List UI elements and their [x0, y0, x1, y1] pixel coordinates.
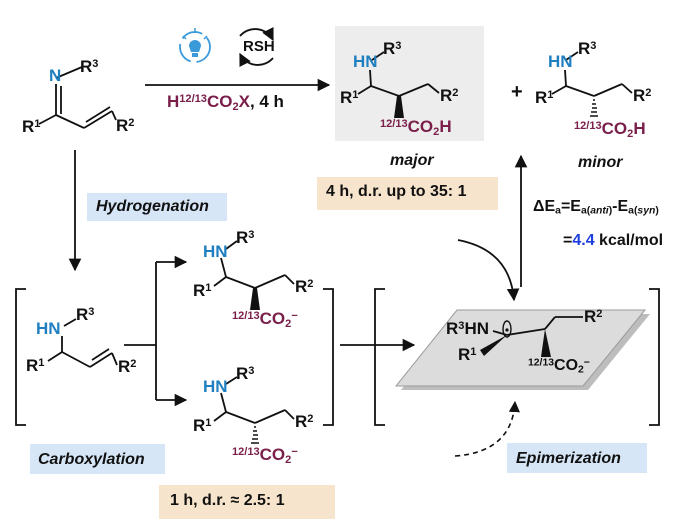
imine-r2: R2 — [116, 116, 135, 135]
radical-co2: 12/13CO2− — [528, 357, 590, 376]
minor-r3: R3 — [578, 39, 597, 58]
major-label: major — [390, 152, 434, 169]
syn-r2: R2 — [295, 277, 314, 296]
major-r1: R1 — [340, 88, 359, 107]
radical-r2: R2 — [584, 307, 603, 326]
epimerization-bracket — [374, 288, 660, 426]
dashed-curved-arrow — [454, 400, 520, 457]
imine-nitrogen: N — [49, 66, 62, 85]
syn-r3: R3 — [236, 228, 255, 247]
anti-hn: HN — [203, 377, 228, 396]
syn-carboxylate-bonds — [213, 240, 295, 289]
rsh-label: RSH — [243, 38, 275, 55]
minor-r1: R1 — [535, 88, 554, 107]
anti-hash-bond — [251, 426, 259, 444]
allyl-r1: R1 — [26, 356, 45, 375]
syn-co2: 12/13CO2− — [232, 309, 298, 330]
radical-r1: R1 — [458, 345, 477, 364]
minor-r2: R2 — [633, 86, 652, 105]
anti-r2: R2 — [295, 412, 314, 431]
major-product-highlight — [335, 26, 484, 141]
allyl-r3: R3 — [76, 305, 95, 324]
intermediate-bracket — [15, 288, 334, 426]
allyl-hn: HN — [36, 319, 61, 338]
syn-hn: HN — [203, 242, 228, 261]
hydrogenation-label-box — [87, 193, 227, 221]
major-product-bonds — [357, 51, 440, 97]
radical-r3hn: R3HN — [446, 319, 489, 338]
imine-r1: R1 — [22, 117, 41, 136]
hydrogenation-label: Hydrogenation — [96, 198, 209, 215]
plus-sign: + — [511, 81, 523, 103]
carboxylation-label-box — [30, 444, 165, 474]
carboxylation-conditions-box — [159, 485, 335, 519]
imine-r3: R3 — [80, 57, 99, 76]
acid-reagent: H12/13CO2X, 4 h — [167, 92, 284, 113]
epimerization-plane — [394, 309, 650, 390]
anti-carboxylate-bonds — [213, 376, 295, 424]
major-r2: R2 — [440, 86, 459, 105]
major-wedge — [394, 96, 404, 118]
minor-product-bonds — [551, 51, 633, 97]
major-co2h: 12/13CO2H — [380, 117, 452, 138]
energy-equation: ΔEa=Ea(anti)-Ea(syn) — [533, 198, 659, 217]
minor-hash-bond — [590, 99, 598, 117]
light-bulb-icon — [179, 28, 211, 63]
co2-wedge — [541, 329, 551, 357]
major-conditions-box — [317, 177, 498, 210]
major-to-plane-curved-arrow — [457, 239, 520, 302]
carboxylation-label: Carboxylation — [38, 451, 145, 468]
major-r3: R3 — [383, 39, 402, 58]
allyl-r2: R2 — [118, 357, 137, 376]
major-conditions: 4 h, d.r. up to 35: 1 — [326, 183, 467, 200]
anti-r1: R1 — [193, 416, 212, 435]
carboxylation-conditions: 1 h, d.r. ≈ 2.5: 1 — [170, 492, 285, 509]
minor-label: minor — [578, 154, 623, 171]
branch-arrows — [124, 255, 188, 407]
starting-imine-bonds — [38, 66, 117, 129]
syn-r1: R1 — [193, 281, 212, 300]
epimerization-label: Epimerization — [516, 450, 621, 467]
minor-hn: HN — [548, 52, 573, 71]
radical-orbital-icon — [502, 320, 512, 338]
r1-wedge — [480, 335, 507, 356]
epimerization-label-box — [507, 443, 647, 473]
radical-dot — [505, 328, 509, 332]
allylic-amine-bonds — [47, 318, 118, 368]
anti-co2: 12/13CO2− — [232, 445, 298, 466]
minor-co2h: 12/13CO2H — [574, 119, 646, 140]
rsh-cycle-icon — [239, 27, 274, 67]
major-hn: HN — [353, 52, 378, 71]
anti-r3: R3 — [236, 364, 255, 383]
syn-wedge — [250, 288, 260, 310]
energy-value: =4.4 kcal/mol — [563, 232, 664, 249]
